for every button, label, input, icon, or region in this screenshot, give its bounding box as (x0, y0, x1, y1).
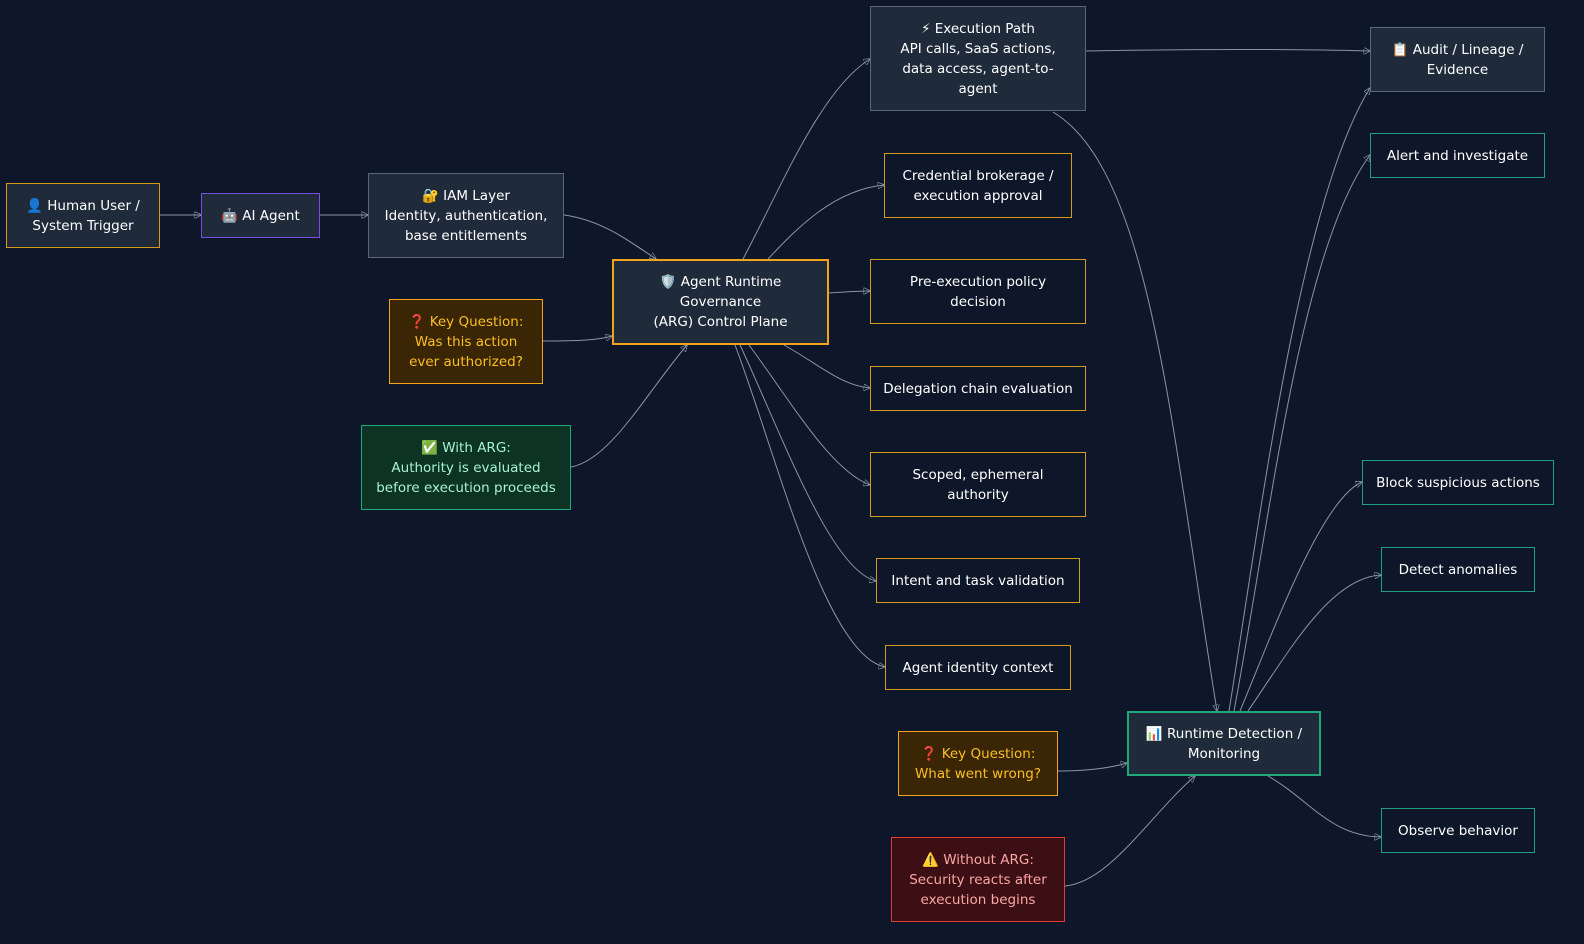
node-runtime-detection-label: 📊 Runtime Detection / Monitoring (1145, 725, 1303, 762)
node-scoped-authority: Scoped, ephemeral authority (870, 452, 1086, 517)
node-execution-path: ⚡ Execution Path API calls, SaaS actions… (870, 6, 1086, 111)
edge-execution-to-audit (1085, 50, 1370, 52)
edge-detection-to-observe (1267, 775, 1381, 837)
edge-arg-to-intent (739, 344, 876, 581)
edge-iam-to-arg (563, 214, 656, 259)
edge-arg-to-preexec (828, 291, 870, 293)
edge-detection-to-anomalies (1247, 575, 1381, 712)
edge-arg-to-execution (742, 59, 870, 260)
node-agent-identity-context-label: Agent identity context (902, 659, 1054, 676)
node-block-suspicious-label: Block suspicious actions (1376, 474, 1540, 491)
node-scoped-authority-label: Scoped, ephemeral authority (912, 466, 1044, 503)
node-audit-lineage-label: 📋 Audit / Lineage / Evidence (1391, 41, 1524, 78)
node-ai-agent: 🤖 AI Agent (201, 193, 320, 238)
edge-arg-to-identity-ctx (734, 344, 885, 667)
node-runtime-detection: 📊 Runtime Detection / Monitoring (1127, 711, 1321, 776)
node-detect-anomalies-label: Detect anomalies (1398, 561, 1518, 578)
node-without-arg-label: ⚠️ Without ARG: Security reacts after ex… (909, 851, 1047, 908)
node-question-what-went-wrong: ❓ Key Question: What went wrong? (898, 731, 1058, 796)
edge-arg-to-delegation (783, 344, 870, 388)
edge-with-arg-to-arg (570, 345, 687, 468)
node-arg-control-plane-label: 🛡️ Agent Runtime Governance (ARG) Contro… (653, 274, 788, 330)
node-human-user: 👤 Human User / System Trigger (6, 183, 160, 248)
node-audit-lineage: 📋 Audit / Lineage / Evidence (1370, 27, 1545, 92)
node-with-arg-label: ✅ With ARG: Authority is evaluated befor… (376, 439, 556, 496)
edge-question-to-arg (542, 336, 612, 342)
edge-without-arg-to-detection (1064, 776, 1195, 887)
node-credential-brokerage-label: Credential brokerage / execution approva… (902, 167, 1054, 204)
node-arg-control-plane: 🛡️ Agent Runtime Governance (ARG) Contro… (612, 259, 829, 345)
node-human-user-label: 👤 Human User / System Trigger (26, 197, 140, 234)
node-alert-investigate-label: Alert and investigate (1386, 147, 1529, 164)
node-block-suspicious: Block suspicious actions (1362, 460, 1554, 505)
node-with-arg: ✅ With ARG: Authority is evaluated befor… (361, 425, 571, 510)
node-iam-layer-label: 🔐 IAM Layer Identity, authentication, ba… (384, 187, 548, 244)
node-observe-behavior: Observe behavior (1381, 808, 1535, 853)
node-delegation-chain: Delegation chain evaluation (870, 366, 1086, 411)
node-agent-identity-context: Agent identity context (885, 645, 1071, 690)
node-intent-validation: Intent and task validation (876, 558, 1080, 603)
node-question-what-went-wrong-label: ❓ Key Question: What went wrong? (914, 745, 1042, 782)
node-question-authorized-label: ❓ Key Question: Was this action ever aut… (408, 313, 524, 370)
edge-arg-to-credential (767, 185, 884, 260)
node-alert-investigate: Alert and investigate (1370, 133, 1545, 178)
node-question-authorized: ❓ Key Question: Was this action ever aut… (389, 299, 543, 384)
node-detect-anomalies: Detect anomalies (1381, 547, 1535, 592)
edge-arg-to-scoped (748, 344, 870, 485)
node-credential-brokerage: Credential brokerage / execution approva… (884, 153, 1072, 218)
node-execution-path-label: ⚡ Execution Path API calls, SaaS actions… (900, 20, 1056, 97)
node-pre-execution-policy-label: Pre-execution policy decision (909, 273, 1047, 310)
edge-detection-to-block (1239, 482, 1362, 712)
edge-detection-to-audit (1228, 88, 1370, 712)
node-observe-behavior-label: Observe behavior (1398, 822, 1518, 839)
edge-question-wrong-to-detection (1057, 763, 1127, 772)
edge-execution-to-detection (1052, 111, 1217, 711)
node-delegation-chain-label: Delegation chain evaluation (883, 380, 1073, 397)
node-ai-agent-label: 🤖 AI Agent (221, 207, 300, 224)
node-pre-execution-policy: Pre-execution policy decision (870, 259, 1086, 324)
node-without-arg: ⚠️ Without ARG: Security reacts after ex… (891, 837, 1065, 922)
edge-detection-to-alert (1233, 155, 1370, 712)
node-iam-layer: 🔐 IAM Layer Identity, authentication, ba… (368, 173, 564, 258)
node-intent-validation-label: Intent and task validation (891, 572, 1065, 589)
